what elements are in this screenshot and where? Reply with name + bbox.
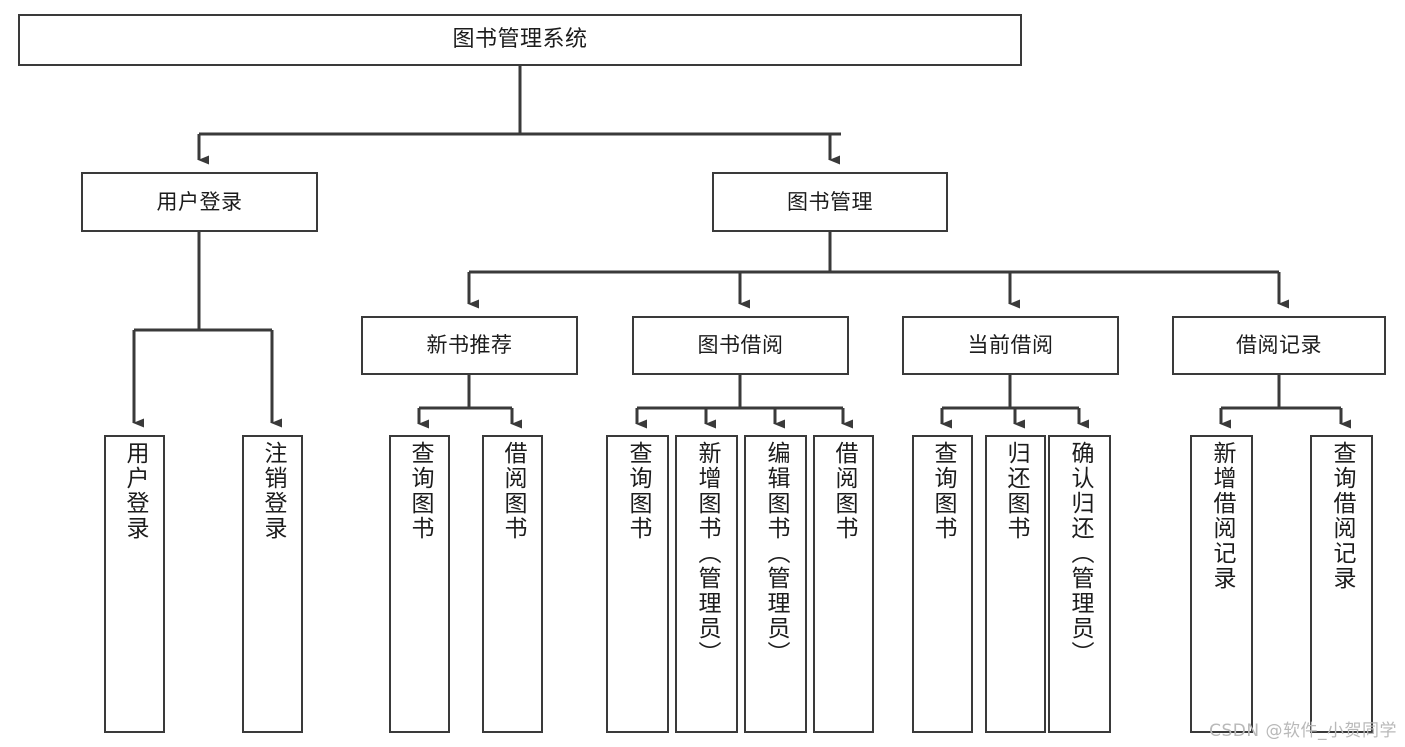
node-leaf-query-book-2[interactable]: 查询图书 [606,435,669,733]
node-root[interactable]: 图书管理系统 [18,14,1022,66]
node-leaf-borrow-book-2[interactable]: 借阅图书 [813,435,874,733]
node-current-borrow[interactable]: 当前借阅 [902,316,1119,375]
node-leaf-borrow-book-1[interactable]: 借阅图书 [482,435,543,733]
node-leaf-query-record-label: 查询借阅记录 [1329,441,1355,591]
node-leaf-borrow-book-1-label: 借阅图书 [500,441,526,541]
node-leaf-confirm-return-label: 确认归还（管理员） [1067,441,1093,666]
node-leaf-user-login[interactable]: 用户登录 [104,435,165,733]
node-user-login-label: 用户登录 [156,189,243,214]
node-leaf-query-book-1-label: 查询图书 [407,441,433,541]
node-leaf-add-record-label: 新增借阅记录 [1209,441,1235,591]
node-new-book-recommend[interactable]: 新书推荐 [361,316,578,375]
node-leaf-add-book[interactable]: 新增图书（管理员） [675,435,738,733]
node-user-login[interactable]: 用户登录 [81,172,318,232]
node-leaf-query-book-1[interactable]: 查询图书 [389,435,450,733]
node-leaf-add-book-label: 新增图书（管理员） [694,441,720,666]
node-leaf-user-logout[interactable]: 注销登录 [242,435,303,733]
node-leaf-user-login-label: 用户登录 [122,441,148,541]
node-leaf-edit-book-label: 编辑图书（管理员） [763,441,789,666]
node-book-borrow[interactable]: 图书借阅 [632,316,849,375]
node-borrow-record-label: 借阅记录 [1236,333,1322,358]
node-leaf-add-record[interactable]: 新增借阅记录 [1190,435,1253,733]
node-leaf-query-record[interactable]: 查询借阅记录 [1310,435,1373,733]
node-book-manage-label: 图书管理 [787,189,873,214]
node-leaf-borrow-book-2-label: 借阅图书 [831,441,857,541]
node-borrow-record[interactable]: 借阅记录 [1172,316,1386,375]
node-leaf-user-logout-label: 注销登录 [260,441,286,541]
node-new-book-recommend-label: 新书推荐 [426,333,513,358]
node-leaf-query-book-3[interactable]: 查询图书 [912,435,973,733]
node-root-label: 图书管理系统 [452,27,588,53]
node-leaf-edit-book[interactable]: 编辑图书（管理员） [744,435,807,733]
node-leaf-confirm-return[interactable]: 确认归还（管理员） [1048,435,1111,733]
node-book-manage[interactable]: 图书管理 [712,172,948,232]
node-leaf-return-book[interactable]: 归还图书 [985,435,1046,733]
node-book-borrow-label: 图书借阅 [697,333,784,358]
node-current-borrow-label: 当前借阅 [967,333,1054,358]
node-leaf-query-book-2-label: 查询图书 [625,441,651,541]
node-leaf-query-book-3-label: 查询图书 [930,441,956,541]
csdn-watermark: CSDN @软件_小贺同学 [1209,721,1397,741]
node-leaf-return-book-label: 归还图书 [1003,441,1029,541]
